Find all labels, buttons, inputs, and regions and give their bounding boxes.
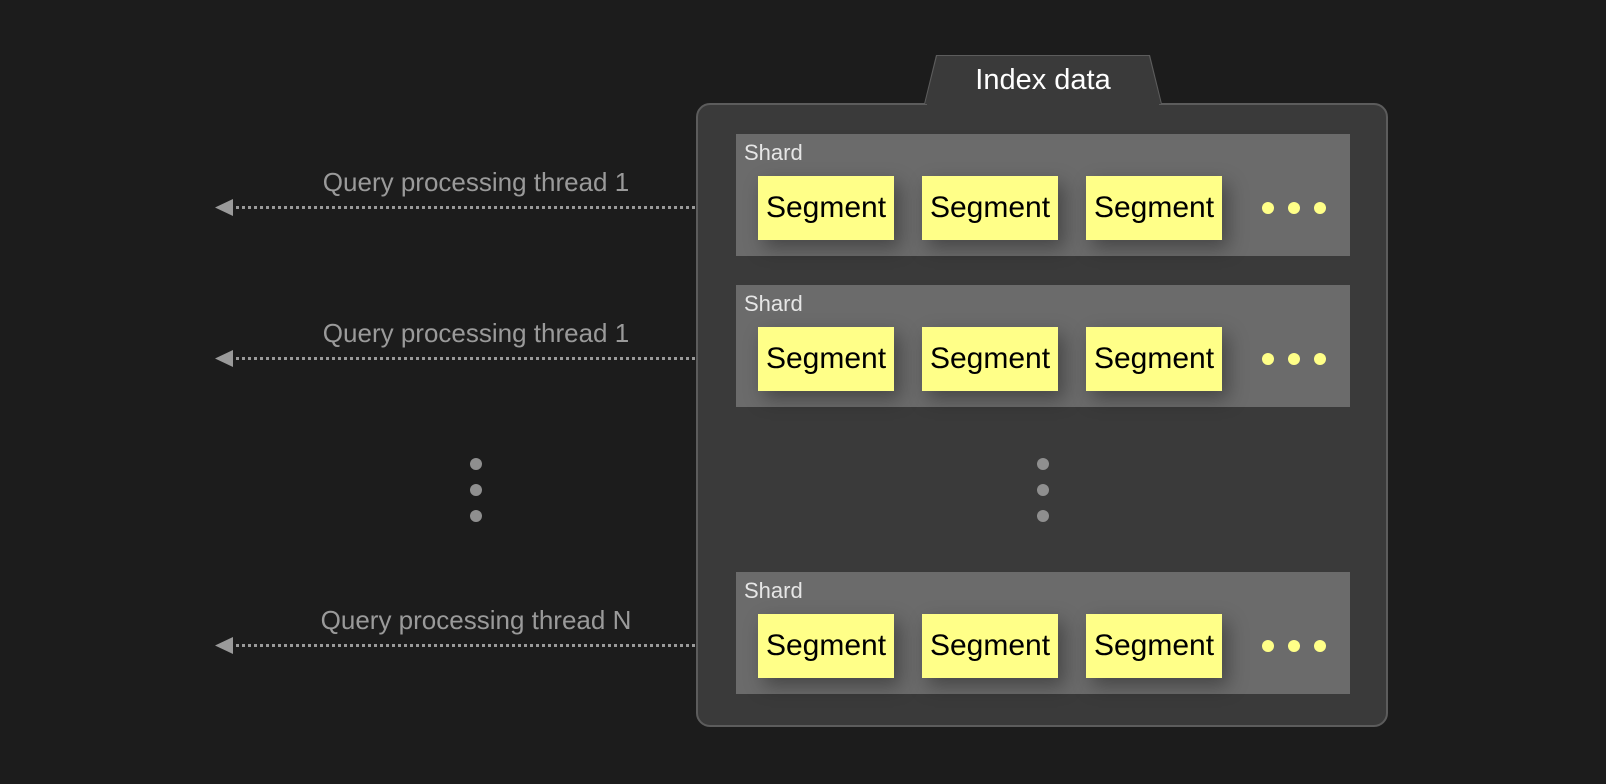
shard-label: Shard bbox=[744, 291, 803, 316]
shard: Shard Segment Segment Segment bbox=[736, 572, 1350, 694]
segment: Segment bbox=[758, 327, 894, 391]
segment: Segment bbox=[758, 614, 894, 678]
shard-label: Shard bbox=[744, 578, 803, 603]
arrow-left-icon bbox=[215, 637, 233, 654]
thread-label-3: Query processing thread N bbox=[320, 605, 632, 635]
segment: Segment bbox=[922, 614, 1058, 678]
index-tab-join bbox=[927, 100, 1159, 108]
shard: Shard Segment Segment Segment bbox=[736, 285, 1350, 407]
arrow-left-icon bbox=[215, 199, 233, 216]
segment: Segment bbox=[1086, 614, 1222, 678]
segment: Segment bbox=[922, 176, 1058, 240]
index-tab bbox=[925, 56, 1161, 104]
segment: Segment bbox=[1086, 327, 1222, 391]
index-title: Index data bbox=[975, 64, 1111, 96]
segment: Segment bbox=[922, 327, 1058, 391]
thread-label-1: Query processing thread 1 bbox=[322, 167, 630, 197]
thread-label-2: Query processing thread 1 bbox=[322, 318, 630, 348]
shard: Shard Segment Segment Segment bbox=[736, 134, 1350, 256]
segment: Segment bbox=[758, 176, 894, 240]
shard-label: Shard bbox=[744, 140, 803, 165]
arrow-left-icon bbox=[215, 350, 233, 367]
segment: Segment bbox=[1086, 176, 1222, 240]
